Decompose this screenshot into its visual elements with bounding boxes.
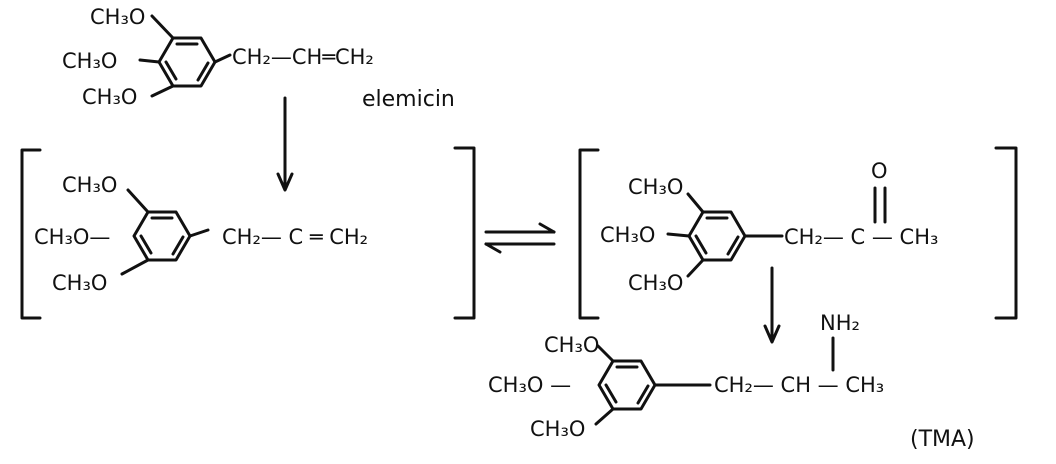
- elemicin-structure: CH₃O CH₃O CH₃O CH₂—CH═CH₂ elemicin: [62, 5, 455, 112]
- methoxy-label: CH₃O: [62, 173, 117, 197]
- methoxy-label: CH₃O: [90, 5, 145, 29]
- methoxy-label: CH₃O —: [488, 373, 571, 397]
- amine-label: NH₂: [820, 311, 860, 335]
- benzene-ring: [597, 359, 657, 411]
- right-bracket: [578, 146, 1018, 320]
- benzene-ring: [132, 210, 192, 262]
- carbonyl-oxygen-label: O: [871, 159, 888, 183]
- methoxy-label: CH₃O—: [34, 225, 110, 249]
- enol-intermediate-structure: CH₃O CH₃O— CH₃O CH₂— C ═ CH₂: [34, 173, 368, 295]
- reaction-arrow-down: [763, 266, 781, 344]
- elemicin-name-label: elemicin: [362, 87, 455, 112]
- methoxy-label: CH₃O: [82, 85, 137, 109]
- ketone-chain-label: CH₂— C — CH₃: [784, 225, 938, 249]
- amine-chain-label: CH₂— CH — CH₃: [714, 373, 884, 397]
- allyl-chain-label: CH₂—CH═CH₂: [232, 45, 374, 69]
- methoxy-label: CH₃O: [62, 49, 117, 73]
- equilibrium-arrows: [484, 222, 556, 254]
- reaction-arrow-down: [276, 96, 294, 192]
- tma-name-label: (TMA): [910, 427, 975, 452]
- ketone-intermediate-structure: CH₃O CH₃O CH₃O CH₂— C — CH₃ O: [600, 159, 938, 295]
- methoxy-label: CH₃O: [544, 333, 599, 357]
- methoxy-label: CH₃O: [52, 271, 107, 295]
- methoxy-label: CH₃O: [628, 271, 683, 295]
- enol-chain-label: CH₂— C ═ CH₂: [222, 225, 368, 249]
- methoxy-label: CH₃O: [628, 175, 683, 199]
- left-bracket: [20, 146, 476, 320]
- tma-structure: CH₃O CH₃O — CH₃O CH₂— CH — CH₃ NH₂ (TMA): [488, 311, 975, 452]
- methoxy-label: CH₃O: [530, 417, 585, 441]
- methoxy-label: CH₃O: [600, 223, 655, 247]
